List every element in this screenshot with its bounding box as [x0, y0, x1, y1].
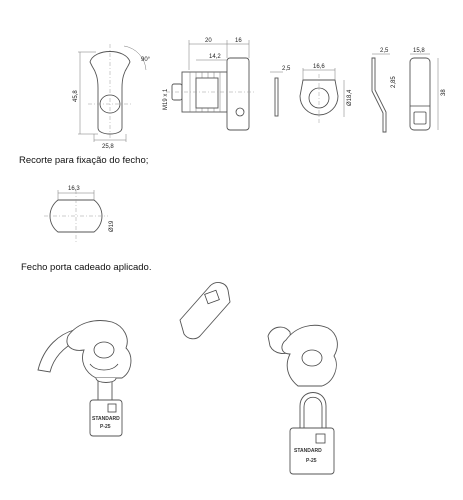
dim-washer-thk: 2,5: [282, 66, 291, 72]
iso-left-assembly: STANDARD P-25: [37, 320, 132, 437]
side-view: 20 16 14,2 M19 x 1: [163, 38, 254, 131]
iso-right-assembly: STANDARD P-25: [267, 324, 338, 475]
caption-padlock: Fecho porta cadeado aplicado.: [21, 262, 152, 273]
dim-washer-d: Ø18,4: [347, 89, 353, 106]
padlock-left-brand: STANDARD: [92, 416, 120, 422]
dim-cam-w: 15,8: [413, 48, 425, 54]
dim-front-width: 25,8: [102, 144, 114, 150]
dim-washer-w: 16,6: [313, 64, 325, 70]
front-view: 45,8 25,8 90°: [73, 44, 151, 150]
cam-views: 2,5 2,85 15,8 38: [371, 48, 447, 133]
padlock-right-size: P-25: [306, 458, 317, 464]
dim-cam-len: 38: [441, 89, 447, 96]
dim-cut-w: 16,3: [68, 186, 80, 192]
dim-side-16: 16: [235, 38, 242, 44]
dim-angle: 90°: [141, 57, 151, 63]
dim-side-20: 20: [205, 38, 212, 44]
dim-side-142: 14,2: [209, 54, 221, 60]
iso-cam-plate: [179, 282, 231, 340]
dim-cut-d: Ø19: [109, 220, 115, 232]
dim-cam-thk: 2,5: [380, 48, 389, 54]
padlock-left-size: P-25: [100, 424, 111, 430]
dim-cam-off: 2,85: [391, 76, 397, 88]
caption-cutout: Recorte para fixação do fecho;: [19, 155, 149, 166]
cutout-view: 16,3 Ø19: [44, 186, 115, 244]
padlock-right-brand: STANDARD: [294, 448, 322, 454]
dim-front-height: 45,8: [73, 90, 79, 102]
dim-thread: M19 x 1: [163, 88, 169, 110]
washer-views: 2,5 16,6 Ø18,4: [270, 64, 353, 124]
